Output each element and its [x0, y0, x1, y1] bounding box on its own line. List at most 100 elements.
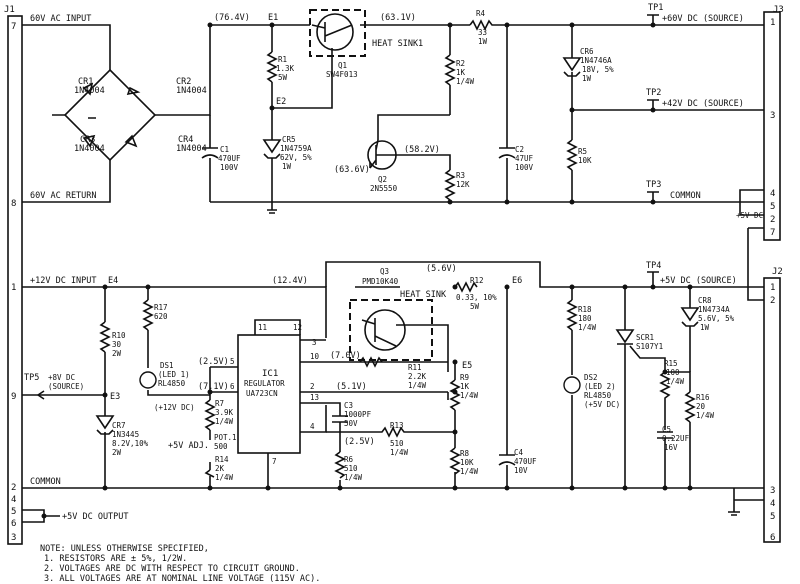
r1-v1: 1.3K: [276, 64, 295, 73]
q3-ref: Q3: [380, 267, 389, 276]
tp3-label: TP3: [646, 180, 661, 190]
r12-v1: 0.33, 10%: [456, 293, 497, 302]
c4-v1: 470UF: [514, 457, 537, 466]
r12-v2: 5W: [470, 302, 480, 311]
c2-ref: C2: [515, 145, 524, 154]
r4-v2: 1W: [478, 37, 488, 46]
pot1-ref: POT.1: [214, 433, 237, 442]
ic1-v1: REGULATOR: [244, 379, 285, 388]
net-ac-input: 60V AC INPUT: [30, 14, 91, 24]
ic1-ref: IC1: [262, 369, 278, 379]
voltage-5-1: (5.1V): [336, 382, 367, 392]
c1-ref: C1: [220, 145, 229, 154]
ic1-pin-11: 11: [258, 323, 267, 332]
r8-v1: 10K: [460, 458, 474, 467]
net-60v-source: +60V DC (SOURCE): [662, 14, 744, 24]
ic1-pin-6: 6: [230, 382, 235, 391]
bottom-junction-dots: [41, 284, 693, 519]
ds2-v2: RL4850: [584, 391, 612, 400]
node-e2: E2: [276, 97, 286, 107]
j3-pin-5: 5: [770, 202, 775, 212]
r5-v1: 10K: [578, 156, 592, 165]
ic1-pin-3: 3: [312, 338, 317, 347]
c4-ref: C4: [514, 448, 524, 457]
r16-v2: 1/4W: [696, 411, 715, 420]
j3-pin-3: 3: [770, 111, 775, 121]
r18-v1: 180: [578, 314, 592, 323]
q3-part: PMD10K40: [362, 277, 399, 286]
j2-pin-2: 2: [770, 296, 775, 306]
j2-label: J2: [772, 267, 783, 277]
note-heading: NOTE: UNLESS OTHERWISE SPECIFIED,: [40, 544, 209, 554]
r11-v1: 2.2K: [408, 372, 427, 381]
cr5-ref: CR5: [282, 135, 296, 144]
r18-ref: R18: [578, 305, 592, 314]
r14-v2: 1/4W: [215, 473, 234, 482]
net-common-top: COMMON: [670, 191, 701, 201]
cr8-v1: 1N4734A: [698, 305, 730, 314]
r6-v1: 510: [344, 464, 358, 473]
notes-block: NOTE: UNLESS OTHERWISE SPECIFIED, 1. RES…: [40, 544, 320, 584]
component-labels: CR1 1N4004 CR2 1N4004 CR3 1N4004 CR4 1N4…: [74, 9, 735, 482]
node-labels: E1 E2 E3 E4 E5 E6: [108, 13, 522, 402]
cr7-v1: 1N3445: [112, 430, 139, 439]
r9-v1: 1K: [460, 382, 470, 391]
voltage-2-5b: (2.5V): [344, 437, 375, 447]
note-3: 3. ALL VOLTAGES ARE AT NOMINAL LINE VOLT…: [44, 574, 320, 584]
j1-label: J1: [4, 5, 15, 15]
r11-v2: 1/4W: [408, 381, 427, 390]
net-5v-source: +5V DC (SOURCE): [660, 276, 737, 286]
voltage-58-2: (58.2V): [404, 145, 440, 155]
ds1-ref: DS1: [160, 361, 174, 370]
connector-j2: J2 1 2 3 4 5 6: [763, 267, 783, 543]
cr1-part: 1N4004: [74, 86, 105, 96]
tp5-label: TP5: [24, 373, 39, 383]
r15-v1: 100: [666, 368, 680, 377]
ds1-v3: (+12V DC): [154, 403, 195, 412]
note-1: 1. RESISTORS ARE ± 5%, 1/2W.: [44, 554, 187, 564]
j3-pin-4: 4: [770, 189, 775, 199]
cr3-ref: CR3: [80, 135, 95, 145]
r7-ref: R7: [215, 399, 224, 408]
r14-v1: 2K: [215, 464, 225, 473]
r1-v2: 5W: [278, 73, 288, 82]
j1-pin-5: 5: [11, 507, 16, 517]
r15-v2: 1/4W: [666, 377, 685, 386]
j2-pin-3: 3: [770, 486, 775, 496]
ic1-v2: UA723CN: [246, 389, 278, 398]
ic1-pin-2: 2: [310, 382, 315, 391]
note-2: 2. VOLTAGES ARE DC WITH RESPECT TO CIRCU…: [44, 564, 300, 574]
c5-ref: C5: [662, 425, 671, 434]
ds1-v1: (LED 1): [158, 370, 190, 379]
r2-ref: R2: [456, 59, 465, 68]
j1-pin-2: 2: [11, 483, 16, 493]
node-e5: E5: [462, 361, 472, 371]
r17-ref: R17: [154, 303, 168, 312]
cr1-ref: CR1: [78, 77, 93, 87]
r2-v1: 1K: [456, 68, 466, 77]
voltage-5-6: (5.6V): [426, 264, 457, 274]
ic1-pin-10: 10: [310, 352, 320, 361]
tp1-label: TP1: [648, 3, 663, 13]
net-5v-side: +5V DC: [736, 211, 763, 220]
ds1-v2: RL4850: [158, 379, 186, 388]
r18-v2: 1/4W: [578, 323, 597, 332]
net-42v-source: +42V DC (SOURCE): [662, 99, 744, 109]
r3-v1: 12K: [456, 180, 470, 189]
j1-pin-8: 8: [11, 199, 16, 209]
cr4-ref: CR4: [178, 135, 193, 145]
r14-ref: R14: [215, 455, 229, 464]
bottom-section-wires: [22, 227, 764, 523]
r3-ref: R3: [456, 171, 465, 180]
j3-pin-7: 7: [770, 228, 775, 238]
q3-transistor: [349, 299, 433, 361]
cr7-v2: 8.2V,10%: [112, 439, 149, 448]
r7-v2: 1/4W: [215, 417, 234, 426]
c1-v1: 470UF: [218, 154, 241, 163]
net-8v-line2: (SOURCE): [48, 382, 84, 391]
r8-ref: R8: [460, 449, 470, 458]
cr7-ref: CR7: [112, 421, 126, 430]
cr6-v2: 18V, 5%: [582, 65, 614, 74]
r13-v2: 1/4W: [390, 448, 409, 457]
scr1-ref: SCR1: [636, 333, 654, 342]
